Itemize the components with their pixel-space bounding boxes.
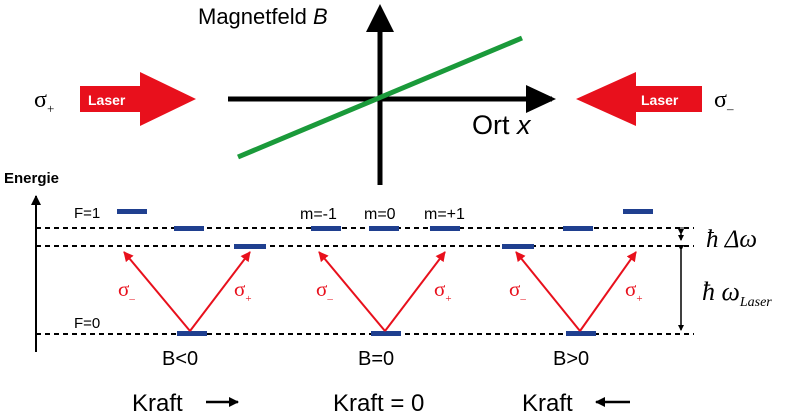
sigma-label-bneg-minus: σ– — [118, 277, 135, 305]
y-axis-label: Magnetfeld B — [198, 4, 328, 29]
level-bpos-m0 — [563, 226, 593, 231]
field-plot: Magnetfeld B Ort x — [198, 4, 556, 185]
transitions — [123, 251, 637, 332]
sublevels — [117, 209, 653, 336]
case-bneg-force-label: Kraft — [132, 390, 183, 414]
level-bneg-m0 — [174, 226, 204, 231]
sigma-label-bpos-plus: σ+ — [625, 277, 643, 305]
x-axis-arrowhead — [526, 85, 556, 113]
laser-left-arrow — [80, 72, 196, 126]
transition-b0-plus — [384, 251, 446, 332]
level-bneg-m-1 — [117, 209, 147, 214]
laser-right: Laser — [576, 72, 702, 126]
sigma-label-b0-minus: σ– — [316, 277, 333, 305]
laser-left-label: Laser — [88, 92, 126, 108]
laser-right-label: Laser — [641, 92, 679, 108]
energy-diagram: Energie F=1 F=0 m=-1 m=0 m=+1 — [4, 170, 772, 352]
level-bpos-m-1 — [502, 244, 534, 249]
m-label-minus1: m=-1 — [300, 206, 337, 223]
hbar-omega-laser-label: ħ ωLaser — [702, 277, 772, 310]
case-b0-force-label: Kraft = 0 — [333, 390, 424, 414]
sigma-plus-label: σ+ — [34, 87, 54, 116]
transition-bneg-minus — [123, 251, 191, 332]
case-bpos-force-label: Kraft — [522, 390, 573, 414]
sigma-label-bpos-minus: σ– — [509, 277, 526, 305]
transition-bneg-plus — [189, 251, 251, 332]
level-b0-m0 — [369, 226, 399, 231]
level-b0-m+1 — [430, 226, 460, 231]
field-gradient-line — [237, 35, 523, 160]
laser-left: Laser — [80, 72, 196, 126]
case-bneg-field-label: B<0 — [162, 348, 198, 370]
level-b0-ground — [371, 331, 401, 336]
f1-label: F=1 — [74, 205, 100, 222]
case-labels: B<0 B=0 B>0 Kraft Kraft = 0 Kraft — [132, 348, 630, 414]
transition-b0-minus — [318, 251, 386, 332]
level-bpos-ground — [566, 331, 596, 336]
sigma-label-b0-plus: σ+ — [434, 277, 452, 305]
hbar-delta-omega-label: ħ Δω — [706, 226, 757, 253]
m-label-plus1: m=+1 — [424, 206, 465, 223]
energy-axis-label: Energie — [4, 170, 59, 187]
f0-label: F=0 — [74, 315, 100, 332]
m-label-0: m=0 — [364, 206, 396, 223]
y-axis-arrowhead — [366, 4, 394, 32]
level-bpos-m+1 — [623, 209, 653, 214]
sigma-minus-label: σ– — [714, 87, 734, 116]
case-bpos-field-label: B>0 — [553, 348, 589, 370]
transition-bpos-plus — [579, 251, 637, 332]
level-bneg-m+1 — [234, 244, 266, 249]
x-axis-label: Ort x — [472, 110, 532, 140]
case-b0-field-label: B=0 — [358, 348, 394, 370]
sigma-label-bneg-plus: σ+ — [234, 277, 252, 305]
transition-bpos-minus — [515, 251, 581, 332]
laser-right-arrow — [576, 72, 702, 126]
level-bneg-ground — [177, 331, 207, 336]
level-b0-m-1 — [311, 226, 341, 231]
